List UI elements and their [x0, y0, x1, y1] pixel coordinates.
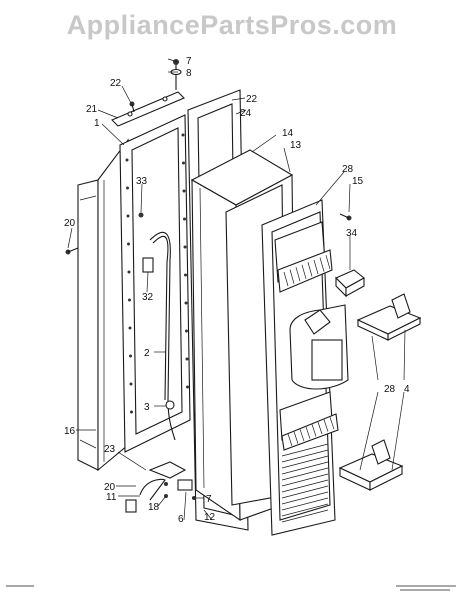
- shelf-slat: [311, 424, 317, 437]
- louver-line: [281, 473, 329, 487]
- louver-line: [281, 503, 329, 517]
- mounting-hole: [183, 245, 187, 249]
- callout-28-top: 28: [342, 164, 354, 175]
- callout-20-left: 20: [64, 218, 76, 229]
- fine-print-marks: [6, 585, 456, 591]
- callout-11: 11: [106, 492, 117, 503]
- shelf-slat: [317, 421, 323, 435]
- mounting-hole: [129, 354, 132, 358]
- louver-line: [281, 443, 329, 457]
- shelf-slat: [293, 431, 299, 444]
- callout-22-right: 22: [246, 94, 258, 105]
- mounting-hole: [182, 161, 185, 165]
- shelf-slat: [283, 271, 289, 287]
- callout-14: 14: [282, 128, 294, 139]
- mounting-hole: [184, 273, 187, 277]
- leader-lines: [67, 58, 406, 521]
- dispenser-tray: [335, 269, 365, 298]
- mounting-hole: [184, 301, 188, 305]
- hinge-bracket: [111, 91, 185, 127]
- callout-13: 13: [290, 140, 302, 151]
- outer-door-panel: [77, 138, 129, 472]
- callout-3: 3: [144, 402, 150, 413]
- callout-labels: 7 8 22 22 21 24 1 14 13 28 15 33 20 34 3…: [64, 56, 410, 525]
- mounting-hole: [130, 410, 133, 414]
- callout-34: 34: [346, 228, 358, 239]
- hinge-pin: [170, 59, 182, 90]
- shelf-slat: [287, 433, 293, 447]
- mounting-hole: [181, 133, 185, 137]
- louver-line: [281, 509, 329, 523]
- mounting-hole: [126, 186, 129, 190]
- shelf-slat: [325, 255, 331, 270]
- shelf-slat: [305, 426, 311, 439]
- mounting-hole: [127, 242, 130, 246]
- callout-24: 24: [240, 108, 252, 119]
- callout-22-left: 22: [110, 78, 122, 89]
- dispenser-door-liner: [261, 199, 349, 536]
- callout-7-bottom: 7: [206, 494, 212, 505]
- mounting-hole: [128, 326, 132, 330]
- louver-line: [281, 485, 329, 499]
- callout-15: 15: [352, 176, 364, 187]
- louver-line: [281, 455, 329, 469]
- callout-7-top: 7: [186, 56, 192, 67]
- mounting-hole: [186, 385, 189, 389]
- callout-23: 23: [104, 444, 116, 455]
- door-bins: [338, 293, 422, 491]
- louver-line: [281, 467, 329, 481]
- callout-16: 16: [64, 426, 76, 437]
- mounting-hole: [129, 382, 133, 386]
- door-liner-frame: [119, 114, 191, 453]
- callout-2: 2: [144, 348, 150, 359]
- louver-line: [281, 479, 329, 493]
- mounting-hole: [127, 270, 131, 274]
- shelf-slat: [313, 259, 319, 275]
- callout-6: 6: [178, 514, 184, 525]
- shelf-slat: [307, 262, 313, 277]
- mounting-hole: [126, 214, 130, 218]
- callout-1: 1: [94, 118, 100, 129]
- shelf-slat: [301, 264, 307, 279]
- callout-4: 4: [404, 384, 410, 395]
- mounting-hole: [125, 158, 129, 162]
- louver-line: [281, 461, 329, 475]
- mounting-hole: [182, 189, 186, 193]
- callout-18: 18: [148, 502, 160, 513]
- shelf-slat: [289, 269, 295, 284]
- bottom-hinge-assembly: [125, 461, 196, 513]
- callout-20-bottom: 20: [104, 482, 116, 493]
- callout-28-right: 28: [384, 384, 396, 395]
- callout-21: 21: [86, 104, 98, 115]
- louver-line: [281, 491, 329, 505]
- shelf-slat: [299, 429, 305, 442]
- mounting-hole: [183, 217, 186, 221]
- mounting-hole: [185, 357, 189, 361]
- callout-32: 32: [142, 292, 154, 303]
- shelf-slat: [323, 419, 329, 432]
- callout-33: 33: [136, 176, 148, 187]
- mounting-hole: [185, 329, 188, 333]
- shelf-slat: [319, 257, 325, 272]
- louver-line: [281, 449, 329, 463]
- watermark-text: AppliancePartsPros.com: [66, 10, 398, 40]
- callout-8: 8: [186, 68, 192, 79]
- wire-harness: [142, 231, 176, 441]
- shelf-slat: [329, 417, 335, 430]
- shelf-slat: [295, 267, 301, 282]
- mounting-hole: [128, 298, 131, 302]
- callout-12: 12: [204, 512, 216, 523]
- louver-line: [281, 497, 329, 511]
